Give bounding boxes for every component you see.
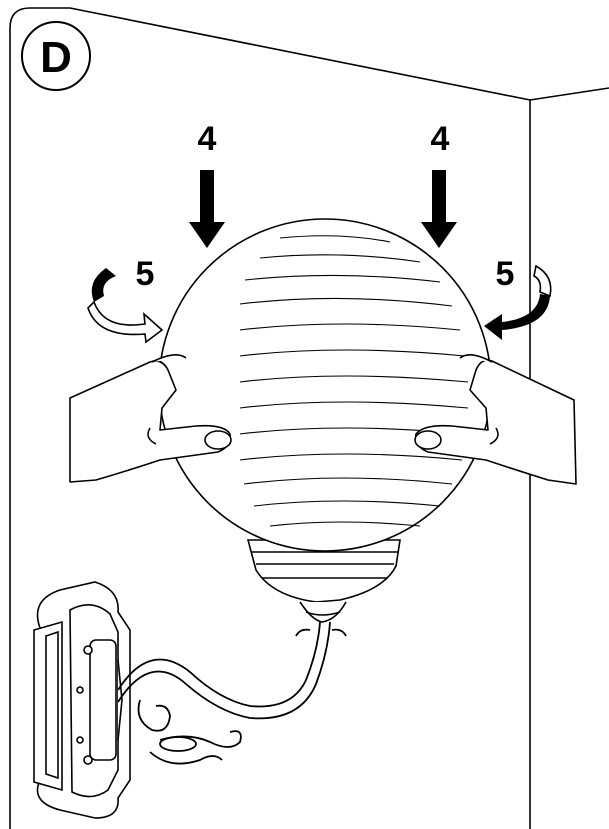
push-arrow-right: 4 (421, 120, 457, 248)
step-badge: D (21, 21, 91, 91)
rotate-arrow-left: 5 (87, 255, 164, 344)
wall-bracket (33, 581, 131, 819)
step-5-label-left: 5 (136, 255, 155, 293)
step-5-label-right: 5 (496, 255, 515, 293)
lamp-holder (246, 539, 401, 623)
step-letter: D (40, 33, 72, 82)
right-hand (414, 354, 577, 485)
glass-globe (158, 218, 492, 552)
step-4-label-left: 4 (198, 120, 217, 158)
step-4-label-right: 4 (431, 120, 450, 158)
rotate-arrow-right: 5 (484, 255, 552, 340)
left-hand (69, 354, 232, 483)
push-arrow-left: 4 (189, 120, 225, 248)
scroll-arm (117, 621, 347, 765)
